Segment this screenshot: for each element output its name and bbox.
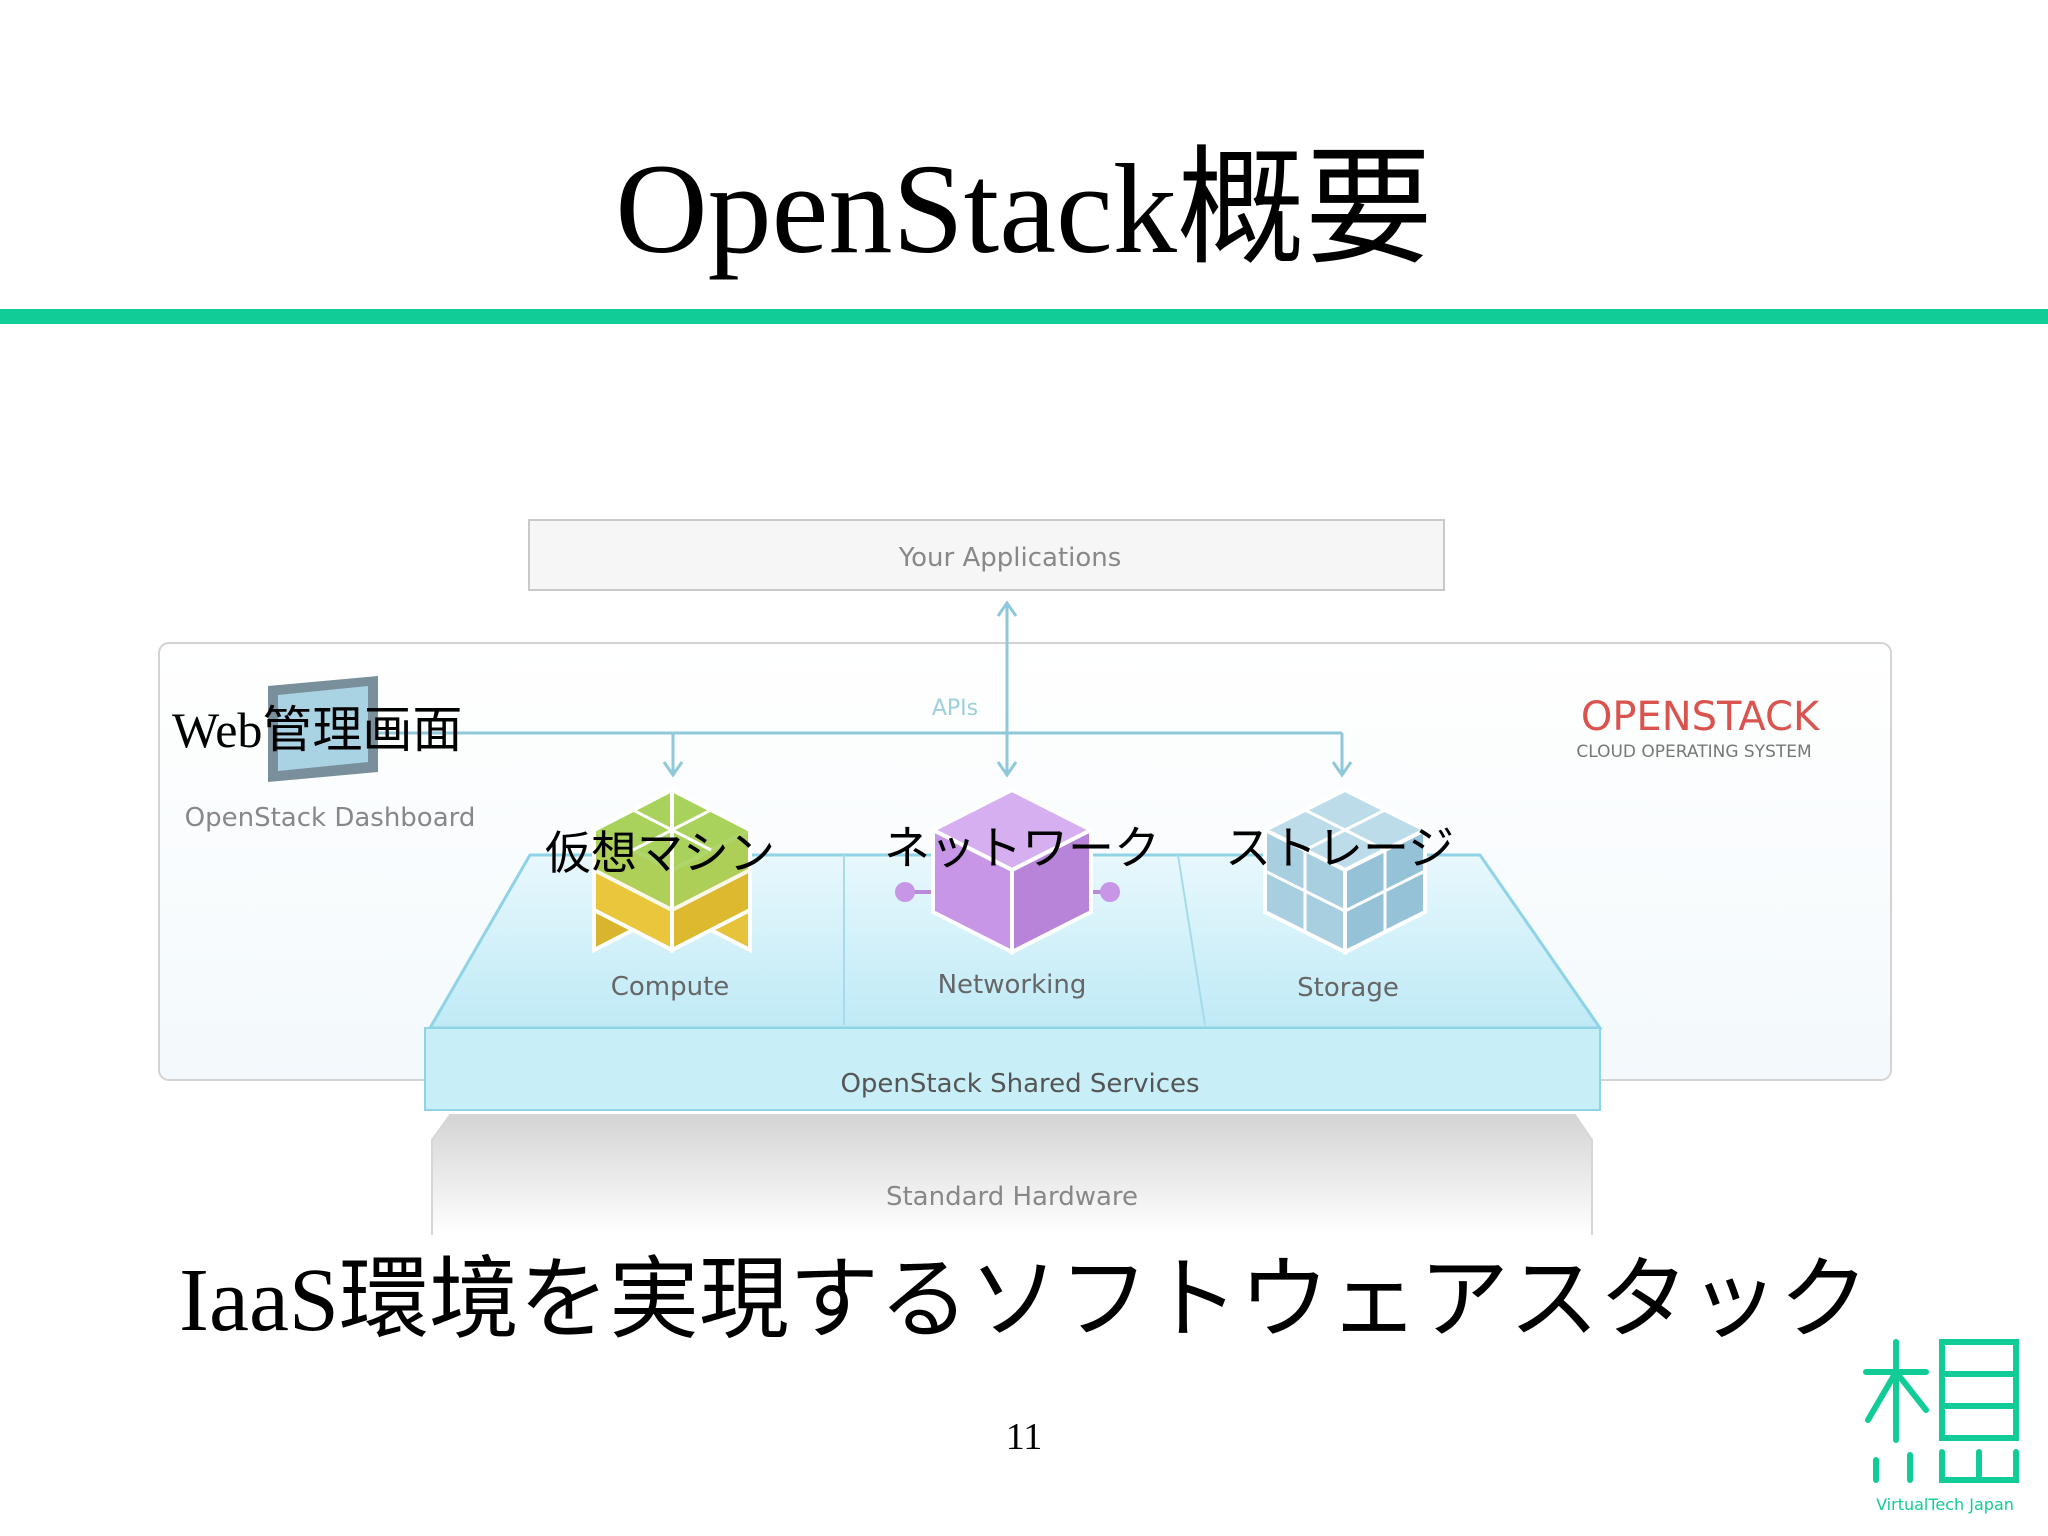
- standard-hardware-block: Standard Hardware: [431, 1114, 1593, 1235]
- storage-cube-icon: [1260, 787, 1430, 956]
- slide-subtitle: IaaS環境を実現するソフトウェアスタック: [179, 1251, 1869, 1350]
- virtualtech-logo-icon: VirtualTech Japan: [1863, 1339, 2019, 1514]
- page-number: 11: [1005, 1416, 1043, 1458]
- storage-label: Storage: [1297, 973, 1399, 1003]
- your-applications-label: Your Applications: [898, 543, 1122, 573]
- compute-cube-icon: [589, 786, 755, 954]
- logo-caption: VirtualTech Japan: [1876, 1495, 2014, 1514]
- slide-title: OpenStack概要: [615, 138, 1433, 280]
- dashboard-label: OpenStack Dashboard: [185, 803, 476, 833]
- title-divider: [0, 309, 2048, 324]
- your-applications-box: Your Applications: [528, 519, 1445, 591]
- networking-cube-icon: [895, 787, 1120, 956]
- overlay-storage: ストレージ: [1225, 821, 1455, 875]
- compute-label: Compute: [611, 972, 730, 1002]
- api-connectors: [343, 600, 1353, 778]
- openstack-wordmark: OPENSTACK: [1581, 694, 1821, 740]
- overlay-network: ネットワーク: [884, 821, 1160, 875]
- dashboard-monitor-icon: [268, 676, 378, 782]
- apis-label: APIs: [932, 696, 978, 721]
- overlay-web-admin: Web管理画面: [172, 702, 463, 758]
- networking-label: Networking: [938, 970, 1087, 1000]
- openstack-tagline: CLOUD OPERATING SYSTEM: [1576, 742, 1811, 762]
- overlay-vm: 仮想マシン: [545, 826, 775, 880]
- standard-hardware-label: Standard Hardware: [886, 1182, 1138, 1212]
- shared-services-bar: OpenStack Shared Services: [424, 1027, 1601, 1111]
- shared-services-label: OpenStack Shared Services: [840, 1069, 1199, 1099]
